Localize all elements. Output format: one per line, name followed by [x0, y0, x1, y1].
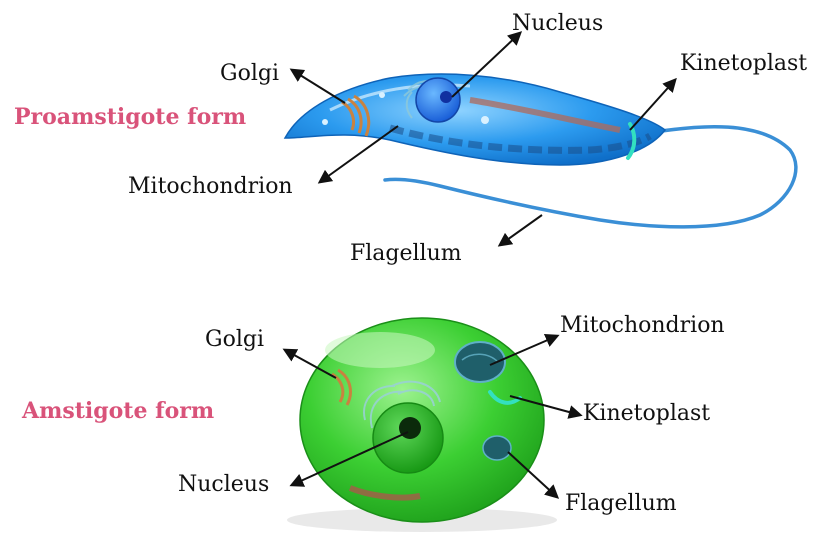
label-promastigote-nucleus: Nucleus [512, 11, 603, 36]
label-promastigote-golgi: Golgi [220, 61, 279, 86]
arrow-golgi [292, 70, 345, 103]
promastigote-vesicle [322, 119, 328, 125]
arrow-flagellum [500, 215, 542, 245]
promastigote-nucleolus [440, 91, 452, 103]
label-promastigote-kinetoplast: Kinetoplast [680, 51, 807, 76]
label-amastigote-golgi: Golgi [205, 327, 264, 352]
amastigote-flagellum [483, 436, 511, 460]
label-amastigote-flagellum: Flagellum [565, 491, 677, 516]
amastigote-title: Amstigote form [21, 398, 214, 424]
promastigote-body [285, 74, 665, 165]
amastigote-cell [287, 318, 557, 532]
label-amastigote-mitochondrion: Mitochondrion [560, 313, 725, 338]
promastigote-vesicle [379, 92, 385, 98]
promastigote-cell [285, 74, 796, 227]
label-amastigote-kinetoplast: Kinetoplast [583, 401, 710, 426]
promastigote-vesicle [481, 116, 489, 124]
label-promastigote-mitochondrion: Mitochondrion [128, 174, 293, 199]
promastigote-nucleus [416, 78, 460, 122]
amastigote-highlight [325, 332, 435, 368]
label-amastigote-nucleus: Nucleus [178, 472, 269, 497]
promastigote-title: Proamstigote form [14, 104, 246, 130]
label-promastigote-flagellum: Flagellum [350, 241, 462, 266]
